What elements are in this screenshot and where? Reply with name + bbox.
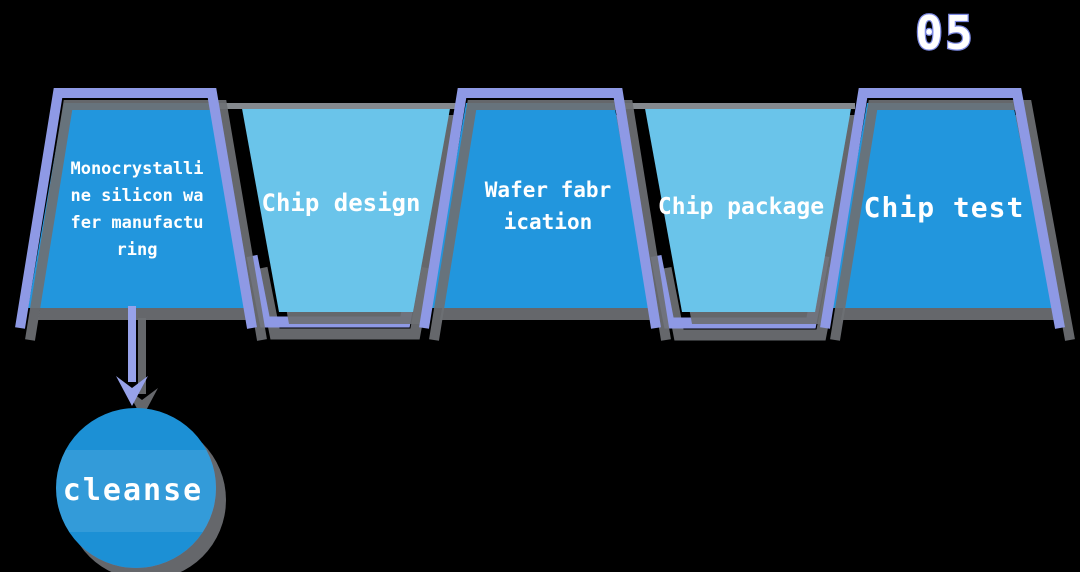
cleanse-circle-highlight (56, 450, 216, 532)
stage-1-label-line2: ne silicon wa (70, 186, 203, 206)
stage-1-shape (15, 88, 257, 329)
stage-1-label-line1: Monocrystalli (70, 159, 203, 179)
stage-5-border (820, 88, 1065, 329)
stage-5-fill (831, 103, 1053, 308)
stage-3-shape (419, 88, 661, 329)
stage-1-label-line3: fer manufactu (70, 213, 203, 233)
stage-4-label: Chip package (658, 194, 824, 220)
stage-3-label: Wafer fabr ication (485, 178, 611, 234)
stage-2-top-edge (218, 103, 460, 109)
down-arrow-head (116, 376, 148, 406)
stage-1-fill (28, 103, 246, 308)
stage-2-fill (241, 103, 451, 312)
stage-3-label-line2: ication (504, 210, 593, 234)
stage-1-border (15, 88, 257, 329)
stage-2-label: Chip design (262, 189, 421, 217)
stage-1-label: Monocrystalli ne silicon wa fer manufact… (70, 159, 203, 260)
stage-4-fill (644, 103, 852, 312)
cleanse-circle (56, 408, 216, 568)
stage-3-fill (430, 103, 650, 308)
stage-1-label-line4: ring (117, 240, 158, 260)
stage-5-shape (820, 88, 1065, 329)
stage-4-top-edge (625, 103, 855, 109)
down-arrow-icon (116, 306, 148, 406)
cleanse-callout: cleanse (56, 408, 216, 568)
stage-3-border (419, 88, 661, 329)
stage-3-label-line1: Wafer fabr (485, 178, 611, 202)
cleanse-label: cleanse (63, 473, 203, 508)
stage-5-label: Chip test (864, 191, 1025, 224)
stage-4-shape (625, 103, 855, 329)
down-arrow-shaft (128, 306, 136, 382)
page-number: 05 (915, 6, 974, 60)
stage-2-shape (218, 103, 460, 328)
